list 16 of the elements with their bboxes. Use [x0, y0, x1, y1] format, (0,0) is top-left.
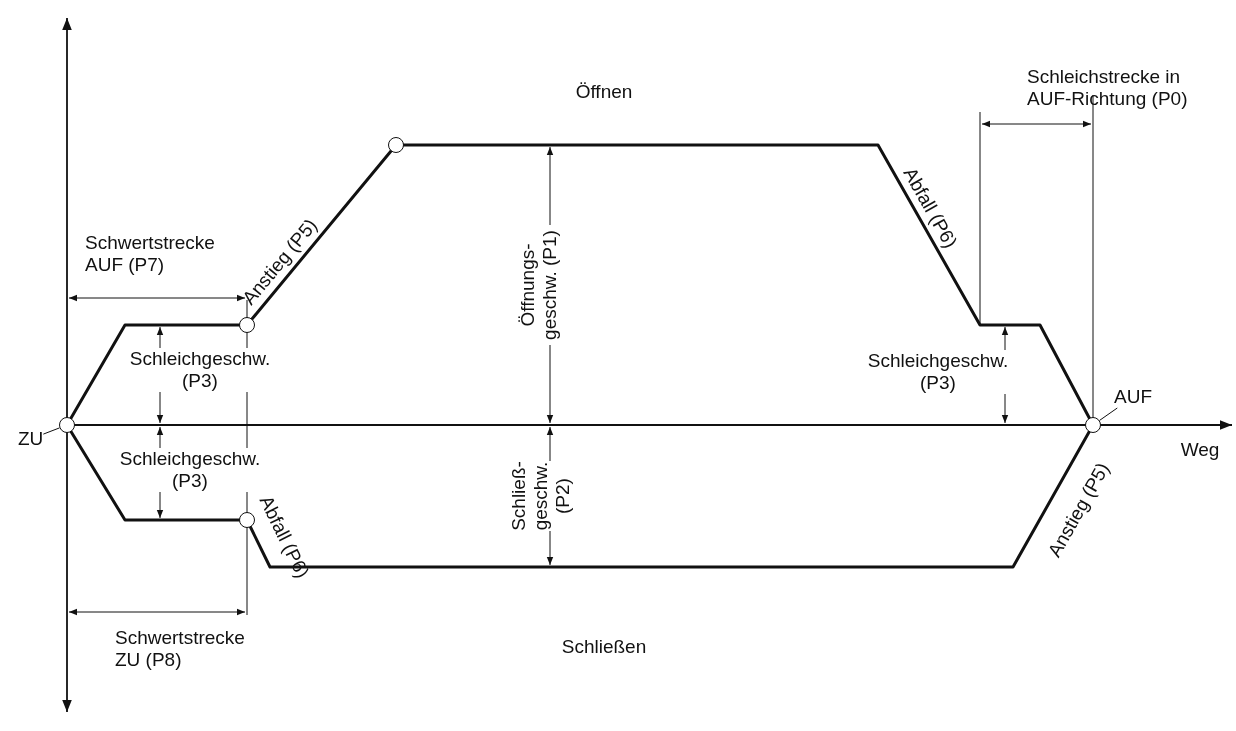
leader-line — [42, 427, 61, 435]
point-marker — [239, 317, 255, 333]
dimension-label: Schleichstrecke in AUF-Richtung (P0) — [1027, 66, 1189, 110]
dimension-label: Öffnungs- geschw. (P1) — [517, 225, 561, 345]
point-label: ZU — [18, 428, 44, 450]
point-marker — [1085, 417, 1101, 433]
axis-label: Weg — [1179, 439, 1221, 461]
leader-line — [1099, 407, 1118, 421]
point-marker — [59, 417, 75, 433]
point-label: AUF — [1114, 386, 1152, 408]
dimension-label: Schwertstrecke AUF (P7) — [85, 232, 216, 276]
point-marker — [239, 512, 255, 528]
point-marker — [388, 137, 404, 153]
region-label: Öffnen — [574, 81, 634, 103]
dimension-label: Schwertstrecke ZU (P8) — [115, 627, 246, 671]
region-label: Schließen — [560, 636, 648, 658]
